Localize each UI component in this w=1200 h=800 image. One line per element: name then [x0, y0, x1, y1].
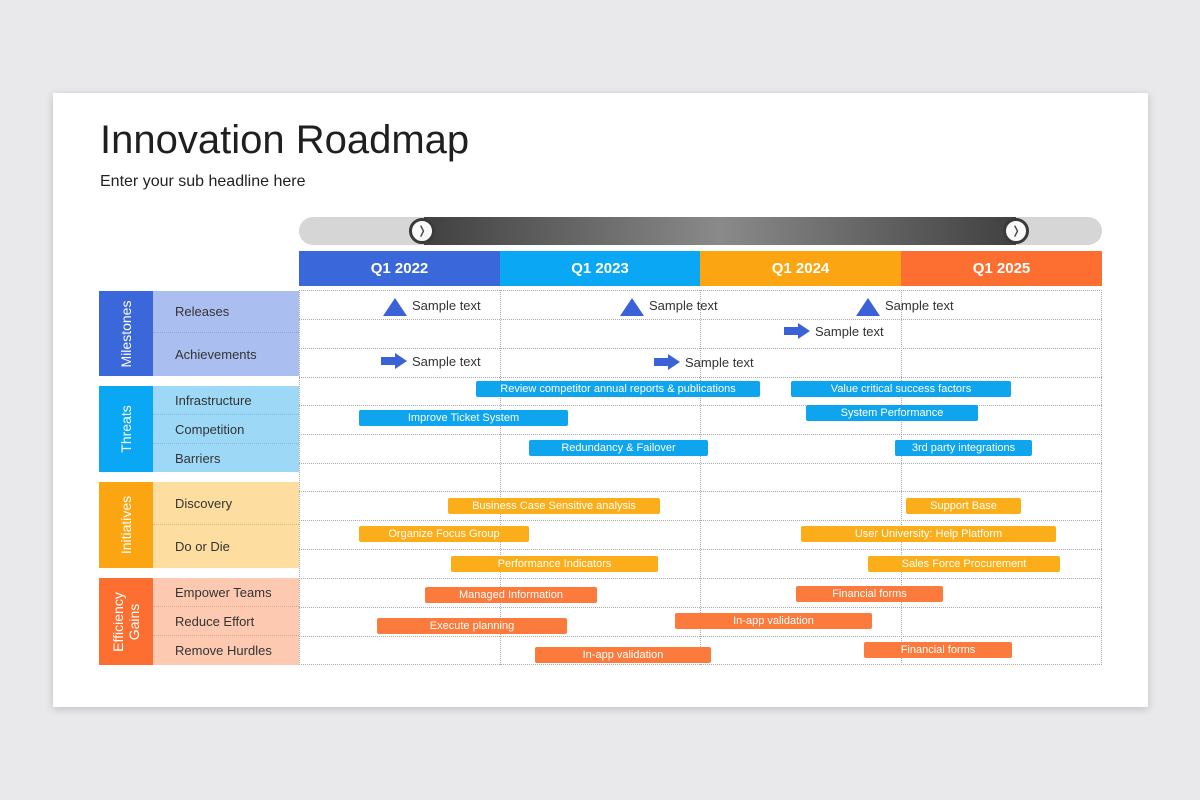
chevron-right-icon: ❭ — [417, 225, 427, 237]
category-label: Milestones — [118, 300, 134, 367]
slider-left-handle[interactable]: ❭ — [409, 218, 435, 244]
milestone-label: Sample text — [412, 298, 481, 313]
roadmap-task-bar[interactable]: System Performance — [806, 405, 978, 421]
category-threats: Threats — [99, 386, 153, 472]
milestone-label: Sample text — [815, 324, 884, 339]
roadmap-task-bar[interactable]: Execute planning — [377, 618, 567, 634]
milestone-label: Sample text — [412, 354, 481, 369]
category-label: Threats — [118, 405, 134, 453]
roadmap-task-bar[interactable]: In-app validation — [535, 647, 711, 663]
arrow-icon — [654, 354, 680, 370]
quarter-header-1: Q1 2022 — [299, 251, 500, 286]
page-title: Innovation Roadmap — [100, 118, 470, 162]
category-label: Efficiency Gains — [110, 591, 142, 652]
roadmap-task-bar[interactable]: Review competitor annual reports & publi… — [476, 381, 760, 397]
triangle-icon — [383, 298, 407, 316]
quarter-header-3: Q1 2024 — [700, 251, 901, 286]
subcategory-releases: Releases — [153, 291, 299, 333]
roadmap-task-bar[interactable]: In-app validation — [675, 613, 872, 629]
chevron-right-icon: ❭ — [1011, 225, 1021, 237]
category-milestones: Milestones — [99, 291, 153, 376]
roadmap-task-bar[interactable]: Business Case Sensitive analysis — [448, 498, 660, 514]
subcategory-reduce-effort: Reduce Effort — [153, 607, 299, 636]
slider-right-handle[interactable]: ❭ — [1003, 218, 1029, 244]
subcategory-discovery: Discovery — [153, 482, 299, 525]
triangle-icon — [856, 298, 880, 316]
arrow-icon — [784, 323, 810, 339]
quarter-header-4: Q1 2025 — [901, 251, 1102, 286]
roadmap-task-bar[interactable]: Support Base — [906, 498, 1021, 514]
triangle-icon — [620, 298, 644, 316]
subcategory-infrastructure: Infrastructure — [153, 386, 299, 415]
roadmap-task-bar[interactable]: Financial forms — [864, 642, 1012, 658]
category-efficiency-gains: Efficiency Gains — [99, 578, 153, 665]
page-subtitle: Enter your sub headline here — [100, 173, 306, 190]
arrow-icon — [381, 353, 407, 369]
roadmap-task-bar[interactable]: Organize Focus Group — [359, 526, 529, 542]
timeline-slider-range[interactable] — [424, 217, 1016, 245]
grid-line — [700, 290, 701, 665]
roadmap-task-bar[interactable]: Financial forms — [796, 586, 943, 602]
roadmap-task-bar[interactable]: Redundancy & Failover — [529, 440, 708, 456]
grid-line — [500, 290, 501, 665]
subcategory-empower-teams: Empower Teams — [153, 578, 299, 607]
subcategory-remove-hurdles: Remove Hurdles — [153, 636, 299, 665]
milestone-label: Sample text — [885, 298, 954, 313]
roadmap-task-bar[interactable]: Sales Force Procurement — [868, 556, 1060, 572]
roadmap-task-bar[interactable]: Managed Information — [425, 587, 597, 603]
roadmap-task-bar[interactable]: 3rd party integrations — [895, 440, 1032, 456]
grid-line — [901, 290, 902, 665]
milestone-label: Sample text — [685, 355, 754, 370]
roadmap-task-bar[interactable]: Value critical success factors — [791, 381, 1011, 397]
roadmap-task-bar[interactable]: User University: Help Platform — [801, 526, 1056, 542]
subcategory-achievements: Achievements — [153, 333, 299, 376]
roadmap-task-bar[interactable]: Performance Indicators — [451, 556, 658, 572]
milestone-label: Sample text — [649, 298, 718, 313]
roadmap-task-bar[interactable]: Improve Ticket System — [359, 410, 568, 426]
quarter-header-2: Q1 2023 — [500, 251, 700, 286]
subcategory-barriers: Barriers — [153, 444, 299, 472]
category-initiatives: Initiatives — [99, 482, 153, 568]
category-label: Initiatives — [118, 495, 134, 555]
subcategory-do-or-die: Do or Die — [153, 525, 299, 568]
subcategory-competition: Competition — [153, 415, 299, 444]
